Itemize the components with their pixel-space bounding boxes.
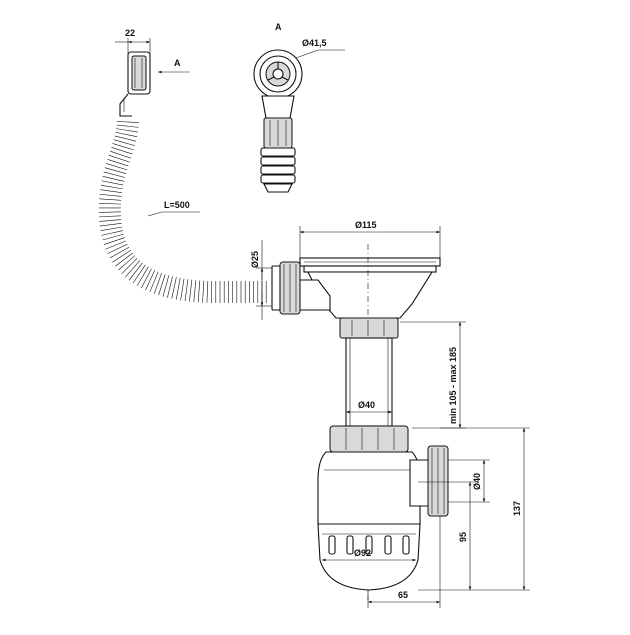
dim-diameter-25: Ø25 [250, 251, 260, 268]
dim-diameter-40-pipe: Ø40 [358, 400, 375, 410]
cap-rib [385, 536, 391, 554]
arrow-a-label: A [174, 58, 181, 68]
dim-range-height: min 105 - max 185 [448, 347, 458, 424]
cap-rib [403, 536, 409, 554]
dim-diameter-41-5: Ø41,5 [302, 38, 327, 48]
dim-diameter-115: Ø115 [355, 220, 377, 230]
dim-height-137: 137 [512, 501, 522, 516]
corrugated-hose [99, 118, 272, 303]
dim-hose-length: L=500 [164, 200, 190, 210]
hose-length-label: L=500 [148, 200, 200, 216]
cap-rib [329, 536, 335, 554]
range-dimension: min 105 - max 185 [400, 322, 466, 428]
overflow-connector: Ø25 [250, 240, 300, 320]
dim-width-65: 65 [398, 590, 408, 600]
dim-diameter-92: Ø92 [354, 548, 371, 558]
overflow-head-side-view: 22 A [115, 28, 190, 116]
siphon-bottle: Ø40 Ø92 [318, 426, 490, 590]
dim-height-95: 95 [458, 532, 468, 542]
view-a-label: A [275, 22, 282, 32]
view-a: A Ø41,5 [254, 22, 345, 192]
cap-rib [347, 536, 353, 554]
dim-diameter-40-outlet: Ø40 [472, 473, 482, 490]
dim-width-22: 22 [125, 28, 135, 38]
vertical-pipe: Ø40 [346, 338, 392, 426]
